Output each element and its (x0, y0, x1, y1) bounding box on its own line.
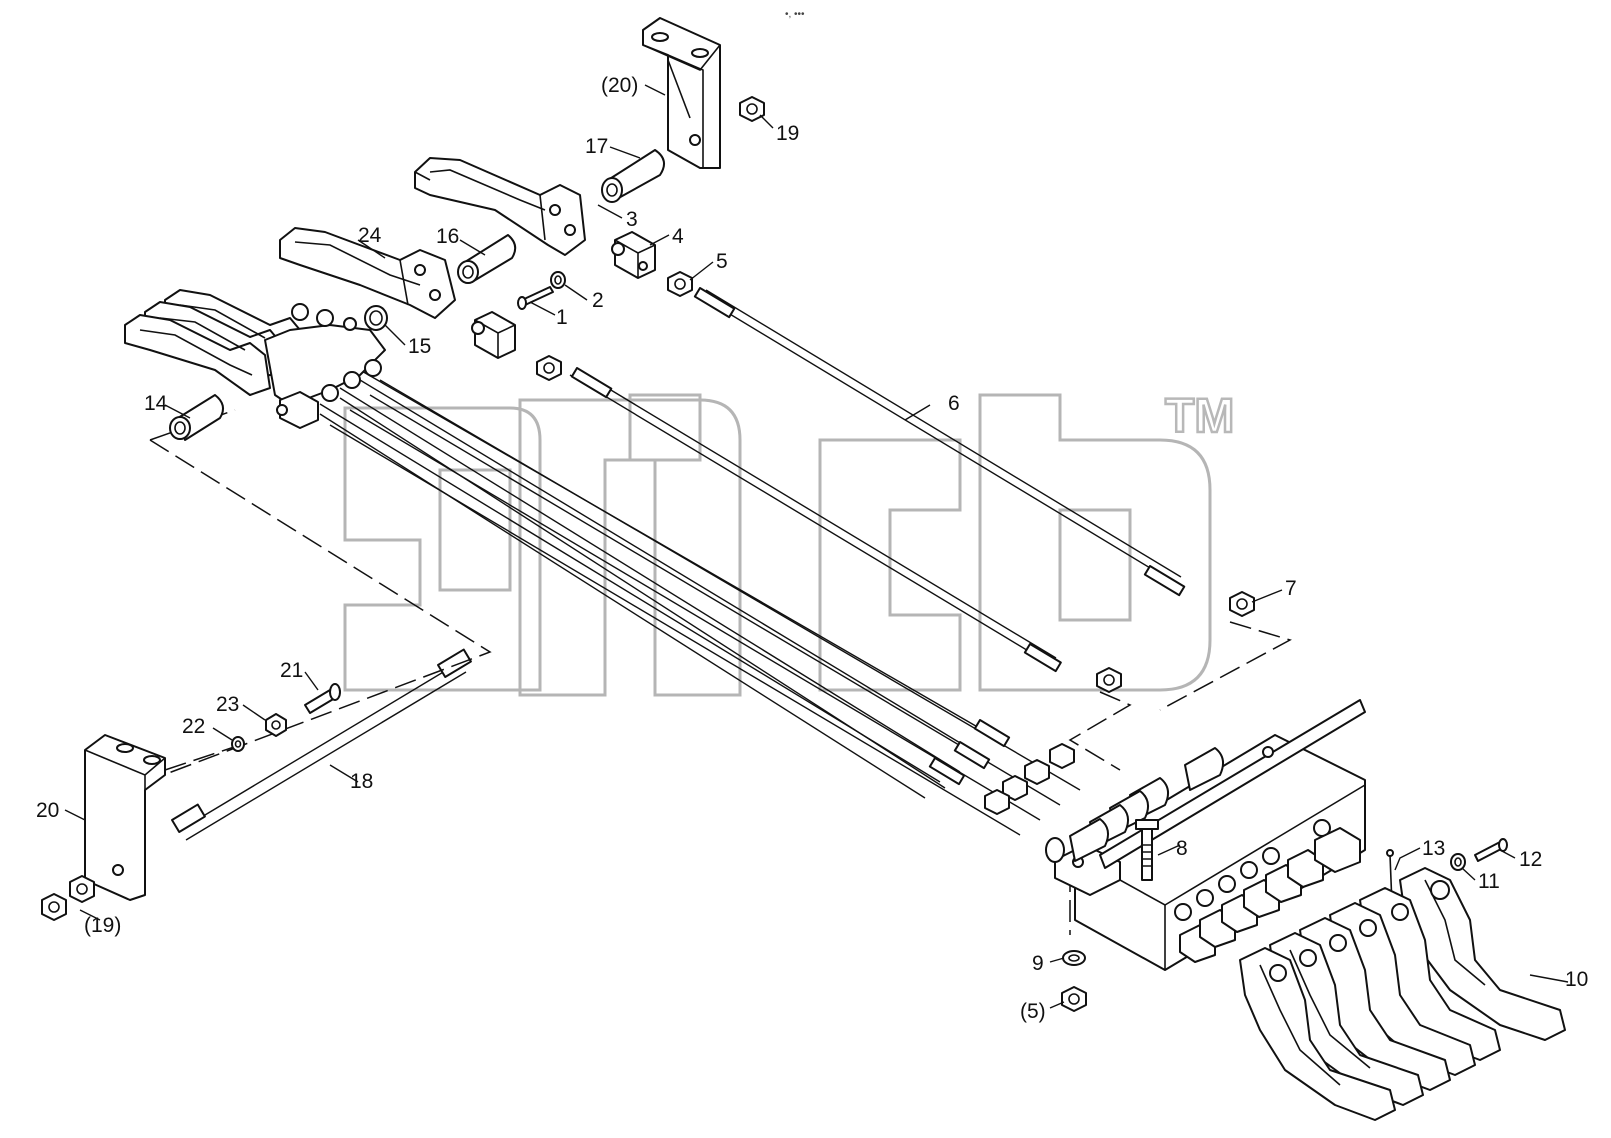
lever-group (124, 289, 386, 429)
lower-bracket-20 (84, 734, 166, 901)
callout-5-ref: (5) (1020, 1000, 1046, 1023)
callout-21: 21 (280, 659, 303, 682)
callout-15: 15 (408, 335, 431, 358)
callout-17: 17 (585, 135, 608, 158)
control-rods (179, 289, 1182, 841)
nut-5-bottom (1061, 986, 1087, 1012)
valve-clevises (1174, 819, 1361, 963)
lever-3 (414, 157, 586, 256)
lever-24 (279, 227, 456, 319)
callout-7: 7 (1285, 577, 1297, 600)
pin-12 (1474, 838, 1508, 862)
nut-rod (536, 355, 562, 381)
nut-rod-end (1096, 667, 1122, 693)
leader-lines (64, 84, 1569, 1009)
spacer-16 (457, 234, 517, 284)
callout-labels: 1 2 3 4 5 (5) 6 7 8 9 10 11 12 13 14 15 … (36, 74, 1588, 1023)
callout-5: 5 (716, 250, 728, 273)
callout-9: 9 (1032, 952, 1044, 975)
callout-2: 2 (592, 289, 604, 312)
washer-2 (550, 271, 566, 289)
nut-7 (1229, 591, 1255, 617)
bushing-15 (364, 305, 388, 331)
callout-18: 18 (350, 770, 373, 793)
callout-4: 4 (672, 225, 684, 248)
callout-16: 16 (436, 225, 459, 248)
handle-group-10 (1239, 867, 1566, 1121)
callout-1: 1 (556, 306, 568, 329)
callout-20-ref: (20) (601, 74, 638, 97)
washer-23 (265, 713, 287, 737)
callout-20: 20 (36, 799, 59, 822)
callout-14: 14 (144, 392, 168, 415)
header-mark: •, ••• (785, 9, 805, 20)
callout-8: 8 (1176, 837, 1188, 860)
callout-19: 19 (776, 122, 799, 145)
control-valve (1045, 699, 1366, 971)
callout-12: 12 (1519, 848, 1542, 871)
callout-11: 11 (1478, 870, 1500, 893)
callout-10: 10 (1565, 968, 1588, 991)
top-bracket (642, 17, 721, 169)
callout-3: 3 (626, 208, 638, 231)
spacer-17 (601, 149, 665, 203)
nut-19 (739, 96, 765, 122)
spacer-14 (169, 394, 225, 441)
bolt-8 (1135, 819, 1159, 881)
callout-13: 13 (1422, 837, 1445, 860)
bolt-21 (304, 683, 341, 714)
clevis-4 (611, 231, 656, 279)
callout-24: 24 (358, 224, 382, 247)
threaded-rod-ends (171, 287, 1186, 834)
pin-1 (517, 286, 554, 310)
valve-nuts (984, 743, 1075, 815)
callout-23: 23 (216, 693, 239, 716)
callout-22: 22 (182, 715, 205, 738)
washer-22 (231, 736, 245, 752)
washer-9 (1062, 950, 1086, 966)
watermark-tm: TM (1165, 390, 1234, 443)
callout-6: 6 (948, 392, 960, 415)
washer-11 (1450, 853, 1466, 871)
clevis-rod-end (471, 311, 516, 359)
callout-19-ref: (19) (84, 914, 121, 937)
nuts-19-lower (41, 875, 95, 921)
watermark: TM (343, 389, 1236, 697)
nut-5 (667, 271, 693, 297)
